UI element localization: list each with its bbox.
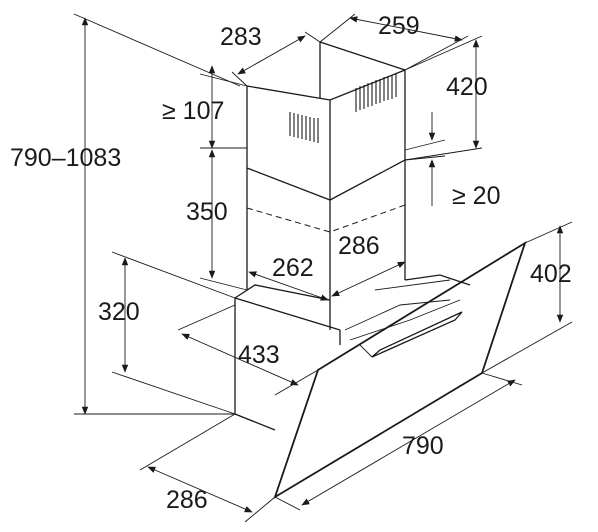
- dim-chimney-width: 259: [319, 12, 469, 71]
- dim-duct-depth: 286: [331, 232, 406, 297]
- label-total-height: 790–1083: [10, 144, 121, 172]
- vent-slats-right: [355, 73, 397, 112]
- label-bottom-depth: 286: [166, 486, 208, 514]
- dim-upper-height: 420: [404, 35, 488, 161]
- dim-body-depth: 433: [177, 304, 319, 396]
- dim-chimney-depth: 283: [220, 23, 321, 87]
- dim-min-top-gap: ≥ 107: [162, 65, 248, 149]
- label-hood-width: 790: [402, 432, 444, 460]
- dim-bottom-depth: 286: [139, 413, 276, 523]
- label-duct-depth: 286: [338, 232, 380, 260]
- label-min-gap-20: ≥ 20: [452, 182, 500, 210]
- dim-body-height: 320: [98, 251, 236, 415]
- label-chimney-depth: 283: [220, 23, 262, 51]
- dim-glass-height: 402: [481, 221, 573, 374]
- label-upper-height: 420: [446, 73, 488, 101]
- lower-duct: [246, 148, 406, 330]
- dim-duct-width: 262: [248, 254, 329, 301]
- upper-chimney: [246, 41, 406, 200]
- label-chimney-width: 259: [378, 12, 420, 40]
- dim-lower-height: 350: [186, 147, 248, 291]
- vent-slats-left: [289, 112, 319, 143]
- dim-hood-width: 790: [274, 372, 523, 511]
- label-glass-height: 402: [530, 260, 572, 288]
- label-body-depth: 433: [238, 341, 280, 369]
- label-body-height: 320: [98, 298, 140, 326]
- label-min-top-gap: ≥ 107: [162, 97, 224, 125]
- dim-min-gap-20: ≥ 20: [404, 112, 500, 210]
- label-duct-width: 262: [272, 254, 314, 282]
- dim-total-height: 790–1083: [10, 13, 241, 415]
- label-lower-height: 350: [186, 198, 228, 226]
